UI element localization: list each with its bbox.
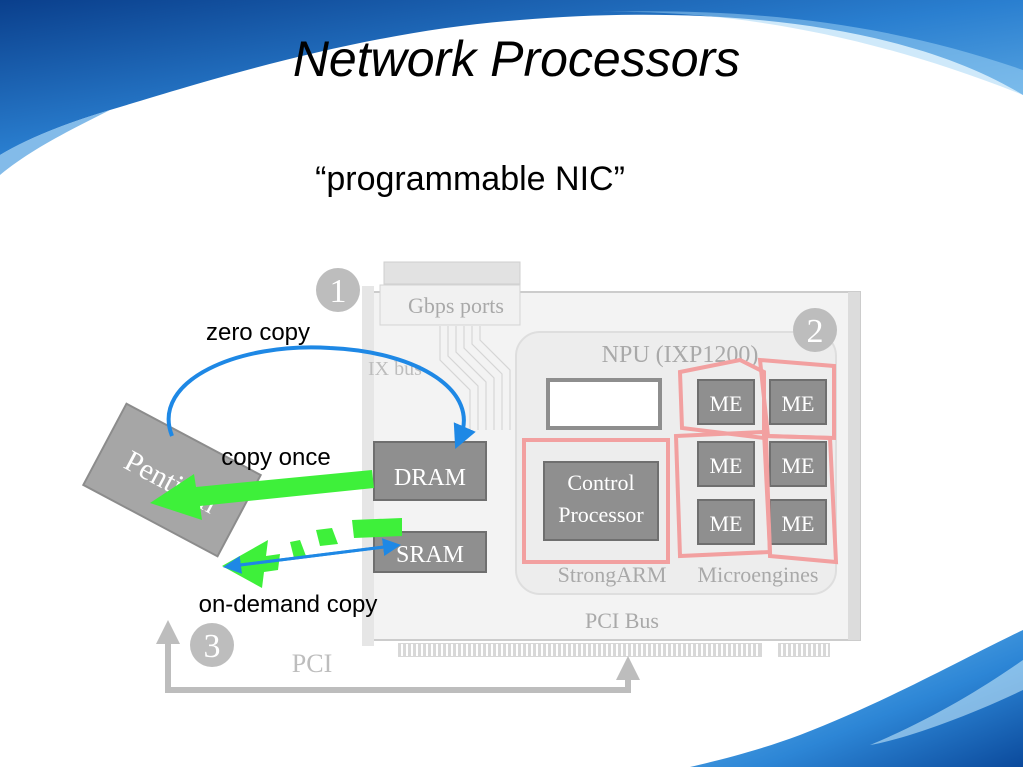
zero-copy-arrow	[166, 345, 476, 450]
svg-text:1: 1	[330, 273, 347, 310]
highlight-outlines	[522, 357, 839, 565]
me-chip: ME	[697, 499, 755, 545]
me-chip: ME	[697, 379, 755, 425]
badge-3: 3	[190, 623, 234, 667]
control-processor-chip: Control Processor	[543, 461, 659, 541]
gbps-ports-label: Gbps ports	[408, 293, 504, 318]
badge-1: 1	[316, 268, 360, 312]
svg-text:ME: ME	[782, 511, 815, 536]
svg-text:SRAM: SRAM	[396, 542, 464, 568]
svg-text:ME: ME	[710, 391, 743, 416]
zero-copy-label: zero copy	[206, 319, 310, 346]
svg-text:DRAM: DRAM	[394, 465, 466, 491]
svg-text:ME: ME	[710, 511, 743, 536]
svg-text:Control: Control	[567, 470, 634, 495]
pci-edge-connector	[398, 643, 830, 657]
svg-text:2: 2	[807, 313, 824, 350]
pci-bus-label: PCI Bus	[585, 608, 659, 633]
slide-title: Network Processors	[292, 31, 741, 87]
svg-text:Processor: Processor	[558, 502, 644, 527]
npu-label: NPU (IXP1200)	[602, 342, 759, 368]
badge-2: 2	[793, 308, 837, 352]
svg-text:ME: ME	[782, 453, 815, 478]
svg-text:3: 3	[204, 628, 221, 665]
copy-once-label: copy once	[221, 444, 330, 471]
dram-chip: DRAM	[373, 441, 487, 501]
sram-chip: SRAM	[373, 531, 487, 573]
microengines-label: Microengines	[698, 562, 819, 587]
pci-label: PCI	[292, 649, 332, 678]
host-chip: Pentium	[81, 402, 263, 558]
ix-bus-label: IX bus	[368, 358, 422, 380]
svg-text:ME: ME	[710, 453, 743, 478]
strongarm-label: StrongARM	[558, 562, 667, 587]
on-demand-copy-arrow	[222, 518, 402, 588]
copy-once-arrow	[150, 470, 374, 520]
npu-blank-chip	[546, 378, 662, 430]
on-demand-copy-label: on-demand copy	[199, 591, 378, 618]
me-chip: ME	[769, 499, 827, 545]
svg-text:ME: ME	[782, 391, 815, 416]
me-chip: ME	[769, 441, 827, 487]
slide-subtitle: “programmable NIC”	[315, 160, 625, 198]
me-chip: ME	[697, 441, 755, 487]
me-chip: ME	[769, 379, 827, 425]
pci-path	[156, 620, 640, 693]
